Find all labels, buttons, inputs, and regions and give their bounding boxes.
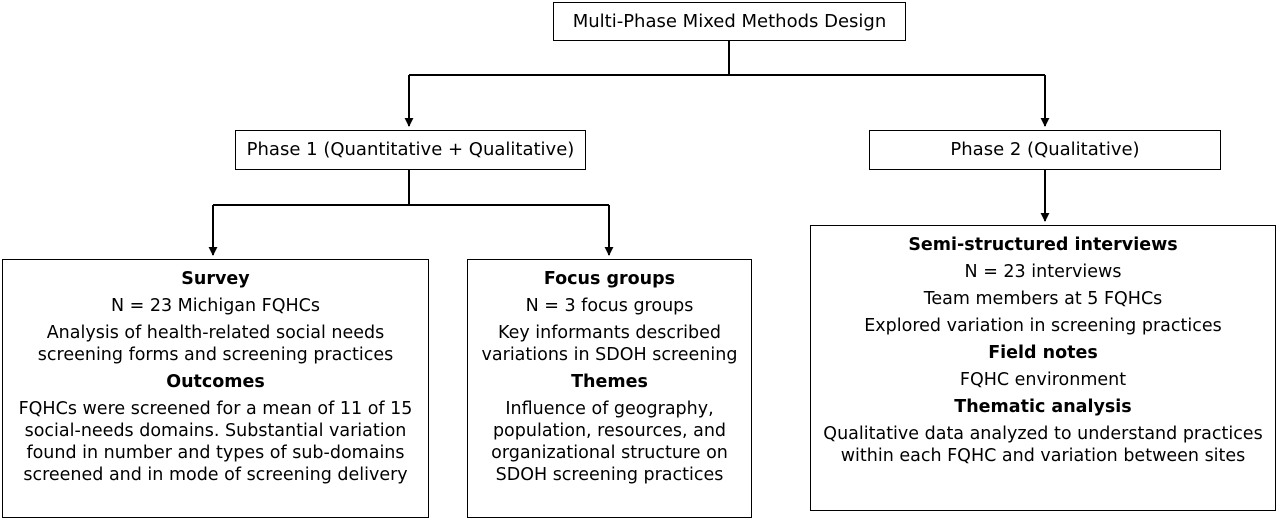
- interviews-heading: Semi-structured interviews: [908, 235, 1178, 255]
- focus-groups-description: Key informants described variations in S…: [482, 322, 738, 366]
- survey-description: Analysis of health-related social needs …: [38, 322, 393, 366]
- outcomes-heading: Outcomes: [166, 372, 265, 392]
- phase2-box: Phase 2 (Qualitative): [869, 130, 1221, 170]
- themes-heading: Themes: [571, 372, 648, 392]
- focus-desc-line: Key informants described: [497, 323, 722, 343]
- survey-desc-line: Analysis of health-related social needs: [46, 323, 385, 343]
- themes-line: SDOH screening practices: [495, 465, 724, 485]
- thematic-line: Qualitative data analyzed to understand …: [823, 424, 1263, 444]
- field-notes-text: FQHC environment: [959, 370, 1127, 390]
- themes-line: Influence of geography,: [505, 399, 714, 419]
- outcomes-line: social-needs domains. Substantial variat…: [24, 421, 407, 441]
- survey-heading: Survey: [181, 269, 250, 289]
- focus-groups-n: N = 3 focus groups: [525, 296, 694, 316]
- thematic-analysis-heading: Thematic analysis: [954, 397, 1132, 417]
- themes-line: population, resources, and: [492, 421, 727, 441]
- phase1-box: Phase 1 (Quantitative + Qualitative): [235, 130, 586, 170]
- themes-text: Influence of geography, population, reso…: [491, 398, 728, 486]
- survey-box: Survey N = 23 Michigan FQHCs Analysis of…: [2, 259, 429, 518]
- phase2-title: Phase 2 (Qualitative): [950, 139, 1140, 160]
- thematic-analysis-text: Qualitative data analyzed to understand …: [823, 423, 1262, 467]
- root-title: Multi-Phase Mixed Methods Design: [572, 10, 887, 32]
- focus-groups-heading: Focus groups: [543, 269, 676, 289]
- thematic-line: within each FQHC and variation between s…: [840, 446, 1246, 466]
- phase1-title: Phase 1 (Quantitative + Qualitative): [246, 139, 575, 160]
- survey-n: N = 23 Michigan FQHCs: [110, 296, 321, 316]
- field-notes-heading: Field notes: [988, 343, 1098, 363]
- outcomes-line: screened and in mode of screening delive…: [23, 465, 408, 485]
- themes-line: organizational structure on: [491, 443, 728, 463]
- outcomes-line: FQHCs were screened for a mean of 11 of …: [18, 399, 413, 419]
- interviews-box: Semi-structured interviews N = 23 interv…: [810, 225, 1276, 511]
- survey-desc-line: screening forms and screening practices: [37, 345, 394, 365]
- outcomes-line: found in number and types of sub-domains: [26, 443, 405, 463]
- interviews-team: Team members at 5 FQHCs: [923, 289, 1163, 309]
- focus-desc-line: variations in SDOH screening: [481, 345, 738, 365]
- focus-groups-box: Focus groups N = 3 focus groups Key info…: [467, 259, 752, 518]
- interviews-explored: Explored variation in screening practice…: [864, 316, 1222, 336]
- interviews-n: N = 23 interviews: [964, 262, 1122, 282]
- root-box: Multi-Phase Mixed Methods Design: [553, 2, 906, 41]
- outcomes-text: FQHCs were screened for a mean of 11 of …: [19, 398, 413, 486]
